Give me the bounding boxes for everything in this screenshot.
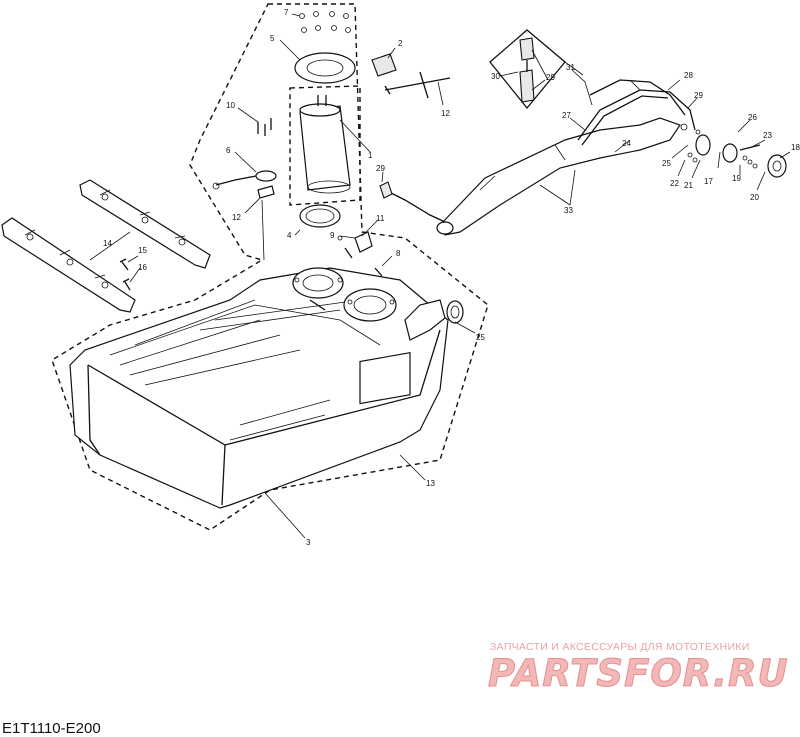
callout-27: 27: [562, 111, 571, 120]
callout-19: 19: [732, 174, 741, 183]
callout-4: 4: [287, 231, 292, 240]
part-callouts: 1 2 3 4 5 6 7 8 9 10 11 12 12 13 14 15 1…: [103, 8, 800, 547]
overflow-pipe: [577, 89, 696, 141]
fuel-pump-assembly: [299, 95, 351, 194]
callout-11: 11: [376, 214, 385, 223]
rubber-mount: [371, 53, 397, 77]
mount-bolt: [384, 71, 451, 99]
callout-25b: 25: [662, 159, 671, 168]
callout-12a: 12: [441, 109, 450, 118]
callout-2: 2: [398, 39, 403, 48]
pump-retainer-ring: [294, 52, 356, 84]
callout-31: 31: [566, 63, 575, 72]
pump-group-outline: [289, 85, 361, 206]
watermark-tagline: ЗАПЧАСТИ И АКСЕССУАРЫ ДЛЯ МОТОТЕХНИКИ: [490, 641, 750, 653]
callout-13: 13: [426, 479, 435, 488]
tank-group-outline: [51, 3, 489, 531]
callout-24: 24: [622, 139, 631, 148]
pump-gasket: [299, 204, 341, 228]
fuel-sender-unit: [212, 170, 277, 190]
callout-10: 10: [226, 101, 235, 110]
frame-bracket-front: [79, 179, 211, 269]
filler-hose: [436, 117, 681, 236]
callout-5: 5: [270, 34, 275, 43]
bracket-bolts: [119, 258, 131, 291]
callout-20: 20: [750, 193, 759, 202]
watermark-logo: PARTSFOR.RU: [488, 652, 789, 696]
callout-14: 14: [103, 239, 112, 248]
hose-clamp: [446, 300, 464, 324]
callout-28: 28: [684, 71, 693, 80]
sender-screws: [257, 118, 272, 136]
callout-15: 15: [138, 246, 147, 255]
callout-25a: 25: [476, 333, 485, 342]
callout-29c: 29: [546, 73, 555, 82]
callout-3: 3: [306, 538, 311, 547]
sender-grommet: [257, 185, 275, 199]
callout-18: 18: [791, 143, 800, 152]
callout-1: 1: [368, 151, 373, 160]
fuel-tank: [69, 267, 449, 509]
callout-26: 26: [748, 113, 757, 122]
vent-fittings: [337, 231, 383, 277]
callout-33: 33: [564, 206, 573, 215]
callout-29a: 29: [694, 91, 703, 100]
callout-23: 23: [763, 131, 772, 140]
breather-pipe: [384, 189, 446, 223]
callout-21: 21: [684, 181, 693, 190]
leader-lines: [89, 13, 791, 539]
callout-6: 6: [226, 146, 231, 155]
frame-bracket-rear: [1, 217, 136, 313]
detail-box-connector: [489, 29, 566, 110]
caution-label-plate: [359, 352, 411, 405]
figure-code: E1T1110-E200: [2, 720, 101, 737]
callout-22: 22: [670, 179, 679, 188]
vent-tube: [589, 79, 686, 116]
callout-9: 9: [330, 231, 335, 240]
callout-7: 7: [284, 8, 289, 17]
callout-17: 17: [704, 177, 713, 186]
callout-30: 30: [491, 72, 500, 81]
filler-cap-parts: [680, 123, 787, 178]
callout-12b: 12: [232, 213, 241, 222]
retainer-screws: [299, 11, 351, 33]
callout-8: 8: [396, 249, 401, 258]
callout-16: 16: [138, 263, 147, 272]
callout-29b: 29: [376, 164, 385, 173]
